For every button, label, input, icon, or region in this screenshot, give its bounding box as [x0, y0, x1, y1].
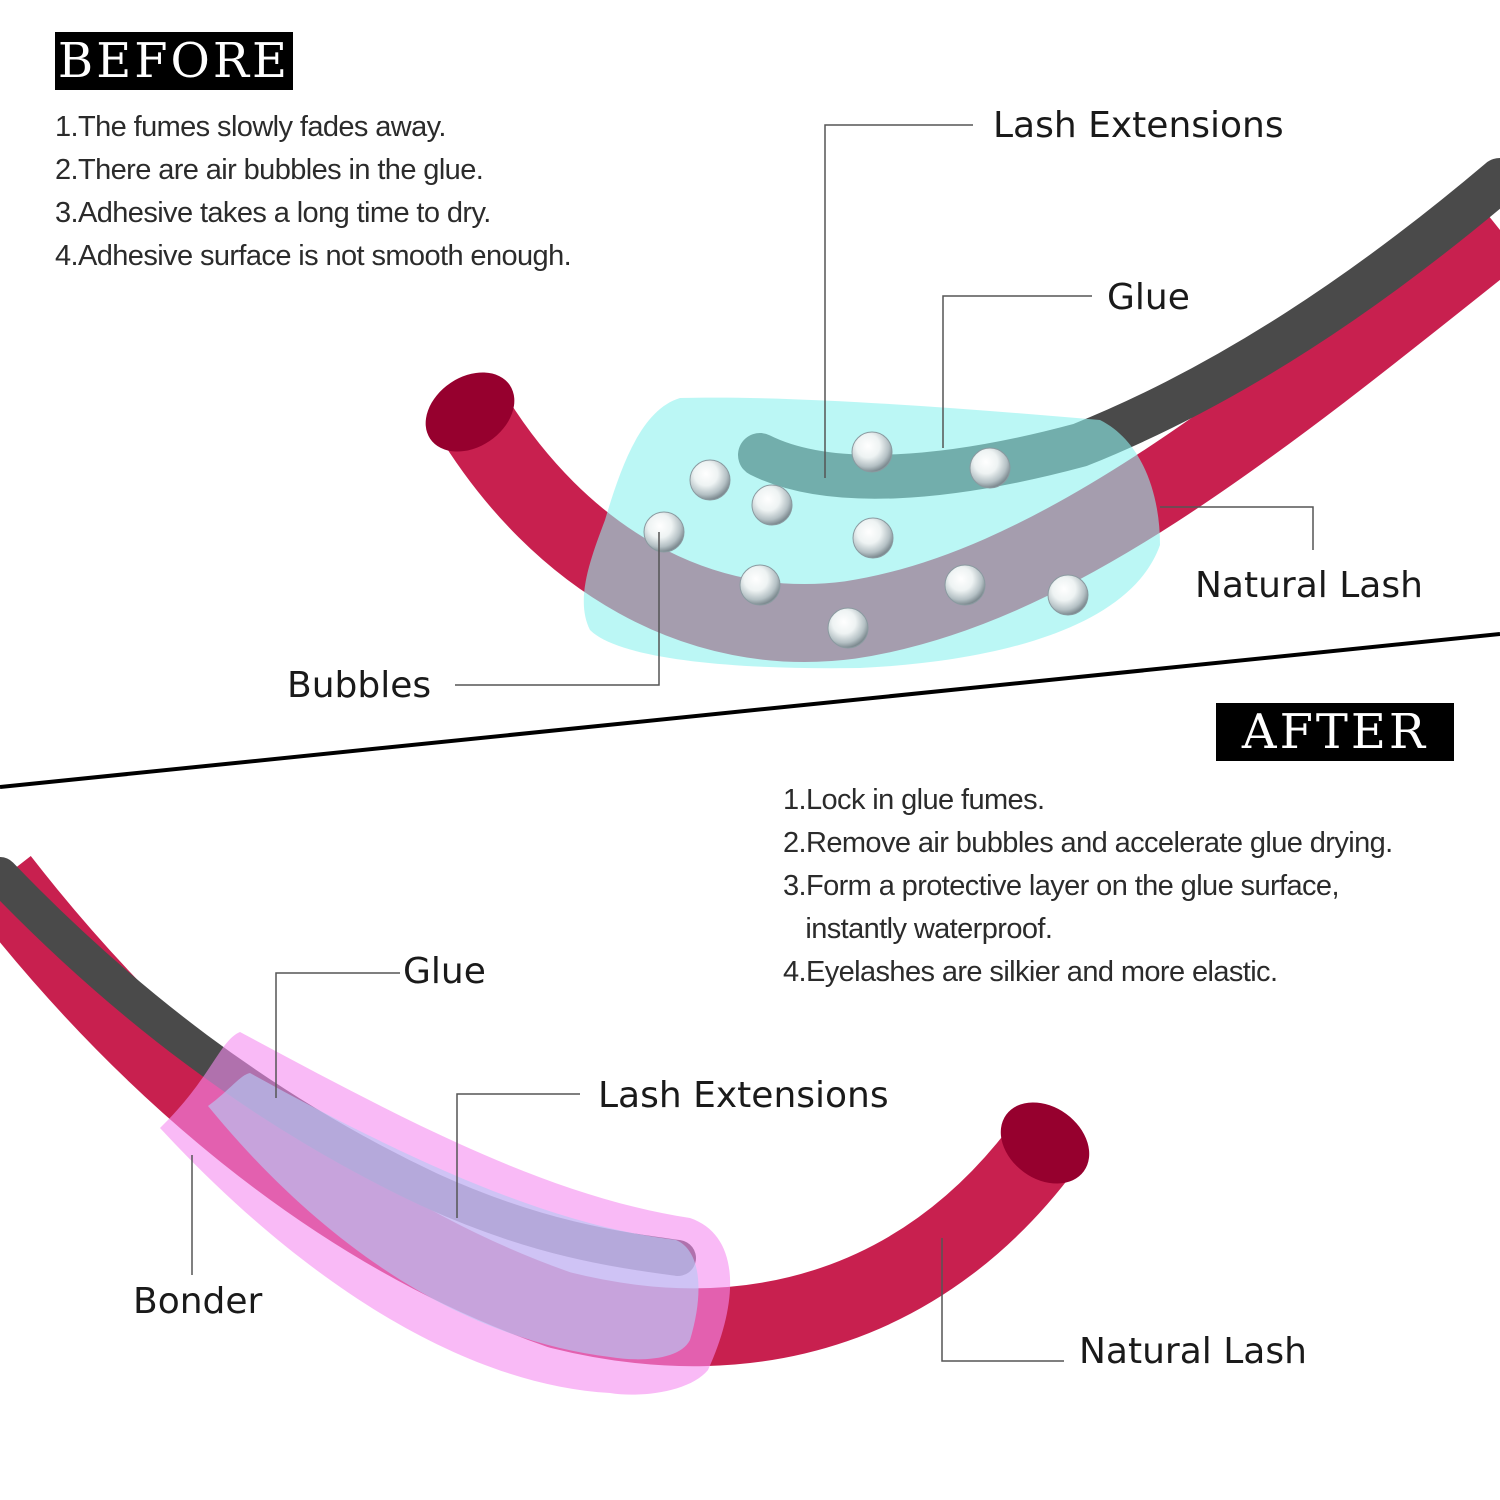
leader-line-glue-before: [942, 295, 1092, 448]
after-notes-list: 1.Lock in glue fumes. 2.Remove air bubbl…: [783, 779, 1393, 994]
air-bubble: [851, 431, 893, 473]
label-natural-lash-after: Natural Lash: [1079, 1331, 1307, 1372]
air-bubble: [689, 459, 731, 501]
leader-line-glue-after: [275, 972, 400, 1098]
air-bubble: [969, 447, 1011, 489]
before-note: 4.Adhesive surface is not smooth enough.: [55, 240, 572, 272]
leader-line-bubbles: [455, 532, 660, 686]
before-note: 3.Adhesive takes a long time to dry.: [55, 197, 491, 229]
before-tag: BEFORE: [55, 32, 293, 90]
air-bubble: [852, 517, 894, 559]
glue-coat-after: [208, 1073, 699, 1360]
air-bubble: [944, 564, 986, 606]
label-glue-before: Glue: [1107, 277, 1190, 318]
section-divider: [0, 632, 1500, 789]
after-note: instantly waterproof.: [783, 913, 1053, 945]
natural-lash-end-before: [425, 372, 515, 452]
label-lash-extensions-after: Lash Extensions: [598, 1075, 889, 1116]
leader-line-lash-extensions-before: [824, 124, 973, 478]
air-bubble: [739, 564, 781, 606]
air-bubble: [1047, 574, 1089, 616]
before-diagram: [425, 124, 1500, 686]
leader-line-lash-extensions-after: [456, 1093, 580, 1218]
after-note: 1.Lock in glue fumes.: [783, 784, 1045, 816]
air-bubble: [827, 607, 869, 649]
label-bonder: Bonder: [133, 1281, 263, 1322]
leader-line-natural-lash-before: [1160, 506, 1314, 550]
before-note: 2.There are air bubbles in the glue.: [55, 154, 484, 186]
air-bubbles: [643, 431, 1089, 649]
air-bubble: [643, 511, 685, 553]
natural-lash-end-after: [1000, 1102, 1090, 1184]
label-glue-after: Glue: [403, 951, 486, 992]
after-diagram: [0, 856, 1090, 1395]
after-note: 2.Remove air bubbles and accelerate glue…: [783, 827, 1393, 859]
after-note: 3.Form a protective layer on the glue su…: [783, 870, 1340, 902]
after-note: 4.Eyelashes are silkier and more elastic…: [783, 956, 1278, 988]
after-tag: AFTER: [1216, 703, 1454, 761]
label-natural-lash-before: Natural Lash: [1195, 565, 1423, 606]
leader-line-natural-lash-after: [941, 1238, 1064, 1362]
before-note: 1.The fumes slowly fades away.: [55, 111, 446, 143]
before-notes-list: 1.The fumes slowly fades away. 2.There a…: [55, 106, 572, 278]
label-lash-extensions-before: Lash Extensions: [993, 105, 1284, 146]
label-bubbles: Bubbles: [287, 665, 432, 706]
air-bubble: [751, 484, 793, 526]
